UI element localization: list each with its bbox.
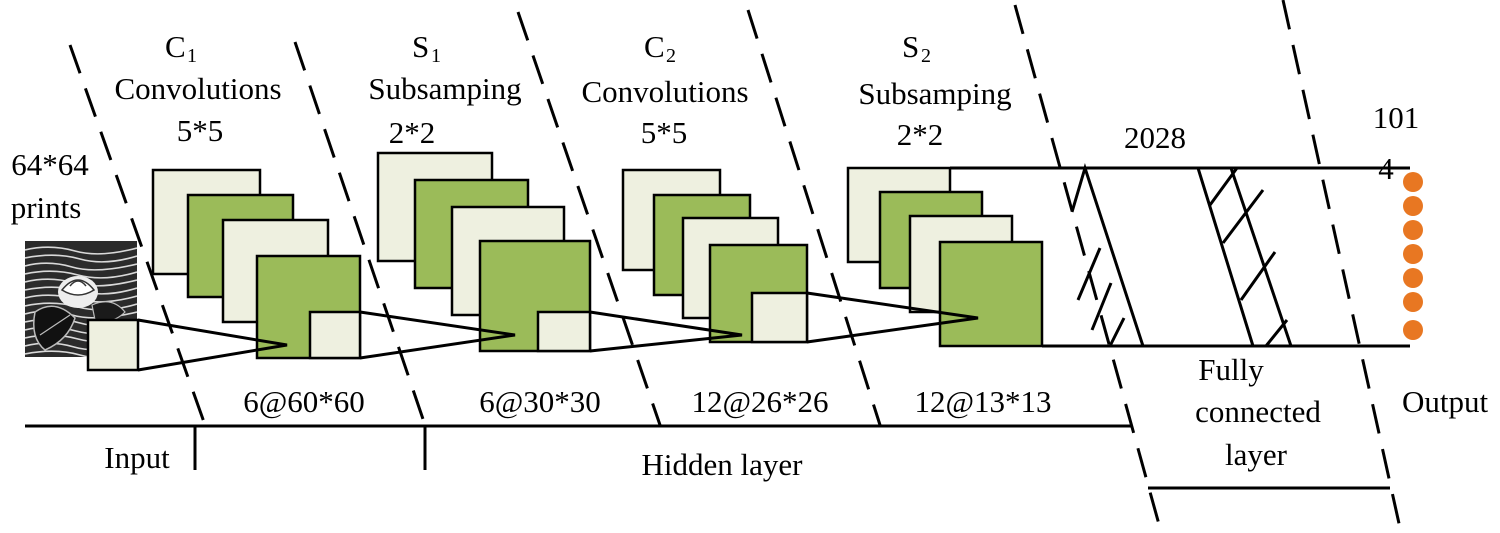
input-size-label: 64*64 [11,147,89,182]
separator-4 [746,9,882,426]
s1-index: 1 [431,45,441,67]
s2-map-size: 12@13*13 [914,384,1051,419]
c1-letter: C [165,29,186,64]
s1-feature-maps [376,151,592,353]
layer-header-c1: C 1 Convolutions 5*5 [114,29,281,148]
c2-receptive-field [750,291,809,344]
fc-hatch-left [1070,162,1145,347]
fc-hatch-right [1196,167,1293,347]
output-node-4 [1403,244,1423,264]
c2-map-size: 12@26*26 [691,384,828,419]
s1-receptive-field [536,310,592,353]
layer-header-s1: S 1 Subsamping 2*2 [368,29,521,150]
output-node-2 [1403,196,1423,216]
s1-map-size: 6@30*30 [479,384,601,419]
s1-letter: S [412,29,429,64]
c1-type: Convolutions [114,71,281,106]
input-caption-label: prints [11,190,82,225]
output-nodes [1403,172,1423,340]
input-receptive-field [86,318,140,372]
s1-kernel: 2*2 [389,115,436,150]
output-node-3 [1403,220,1423,240]
s2-map-4 [938,240,1044,348]
input-block: 64*64 prints [11,147,140,372]
fc-label-line3: layer [1225,437,1288,472]
cone-c1-to-s1 [359,310,516,360]
c1-receptive-field [308,310,362,360]
fc-label-line2: connected [1195,394,1321,429]
output-label: Output [1402,384,1489,419]
separator-6 [1281,0,1402,529]
c2-kernel: 5*5 [641,115,688,150]
c2-type: Convolutions [581,74,748,109]
projection-cones [137,291,979,372]
cone-input-to-c1 [137,318,288,372]
output-node-6 [1403,292,1423,312]
cone-s1-to-c2 [589,310,743,353]
layer-header-s2: S 2 Subsamping 2*2 [858,29,1011,152]
output-count-line1: 101 [1373,100,1420,135]
fc-units-label: 2028 [1124,120,1186,155]
cone-c2-to-s2 [806,291,979,344]
section-input-label: Input [104,440,170,475]
c1-kernel: 5*5 [177,113,224,148]
c1-feature-maps [151,168,362,360]
c2-feature-maps [621,168,809,344]
fully-connected-block [950,162,1410,348]
layer-header-c2: C 2 Convolutions 5*5 [581,29,748,150]
section-hidden-label: Hidden layer [642,447,804,482]
s2-index: 2 [921,45,931,67]
separator-3 [516,11,662,426]
s2-letter: S [902,29,919,64]
s2-type: Subsamping [858,76,1011,111]
s2-feature-maps [846,166,1044,348]
output-node-7 [1403,320,1423,340]
output-node-1 [1403,172,1423,192]
output-count-line2: 4 [1378,151,1394,186]
c2-letter: C [644,29,665,64]
separator-2 [293,41,427,426]
s2-kernel: 2*2 [897,117,944,152]
s1-type: Subsamping [368,71,521,106]
c1-index: 1 [187,45,197,67]
output-node-5 [1403,268,1423,288]
c2-index: 2 [666,45,676,67]
section-bracket [25,424,1132,470]
c1-map-size: 6@60*60 [243,384,365,419]
fc-label-line1: Fully [1198,352,1264,387]
